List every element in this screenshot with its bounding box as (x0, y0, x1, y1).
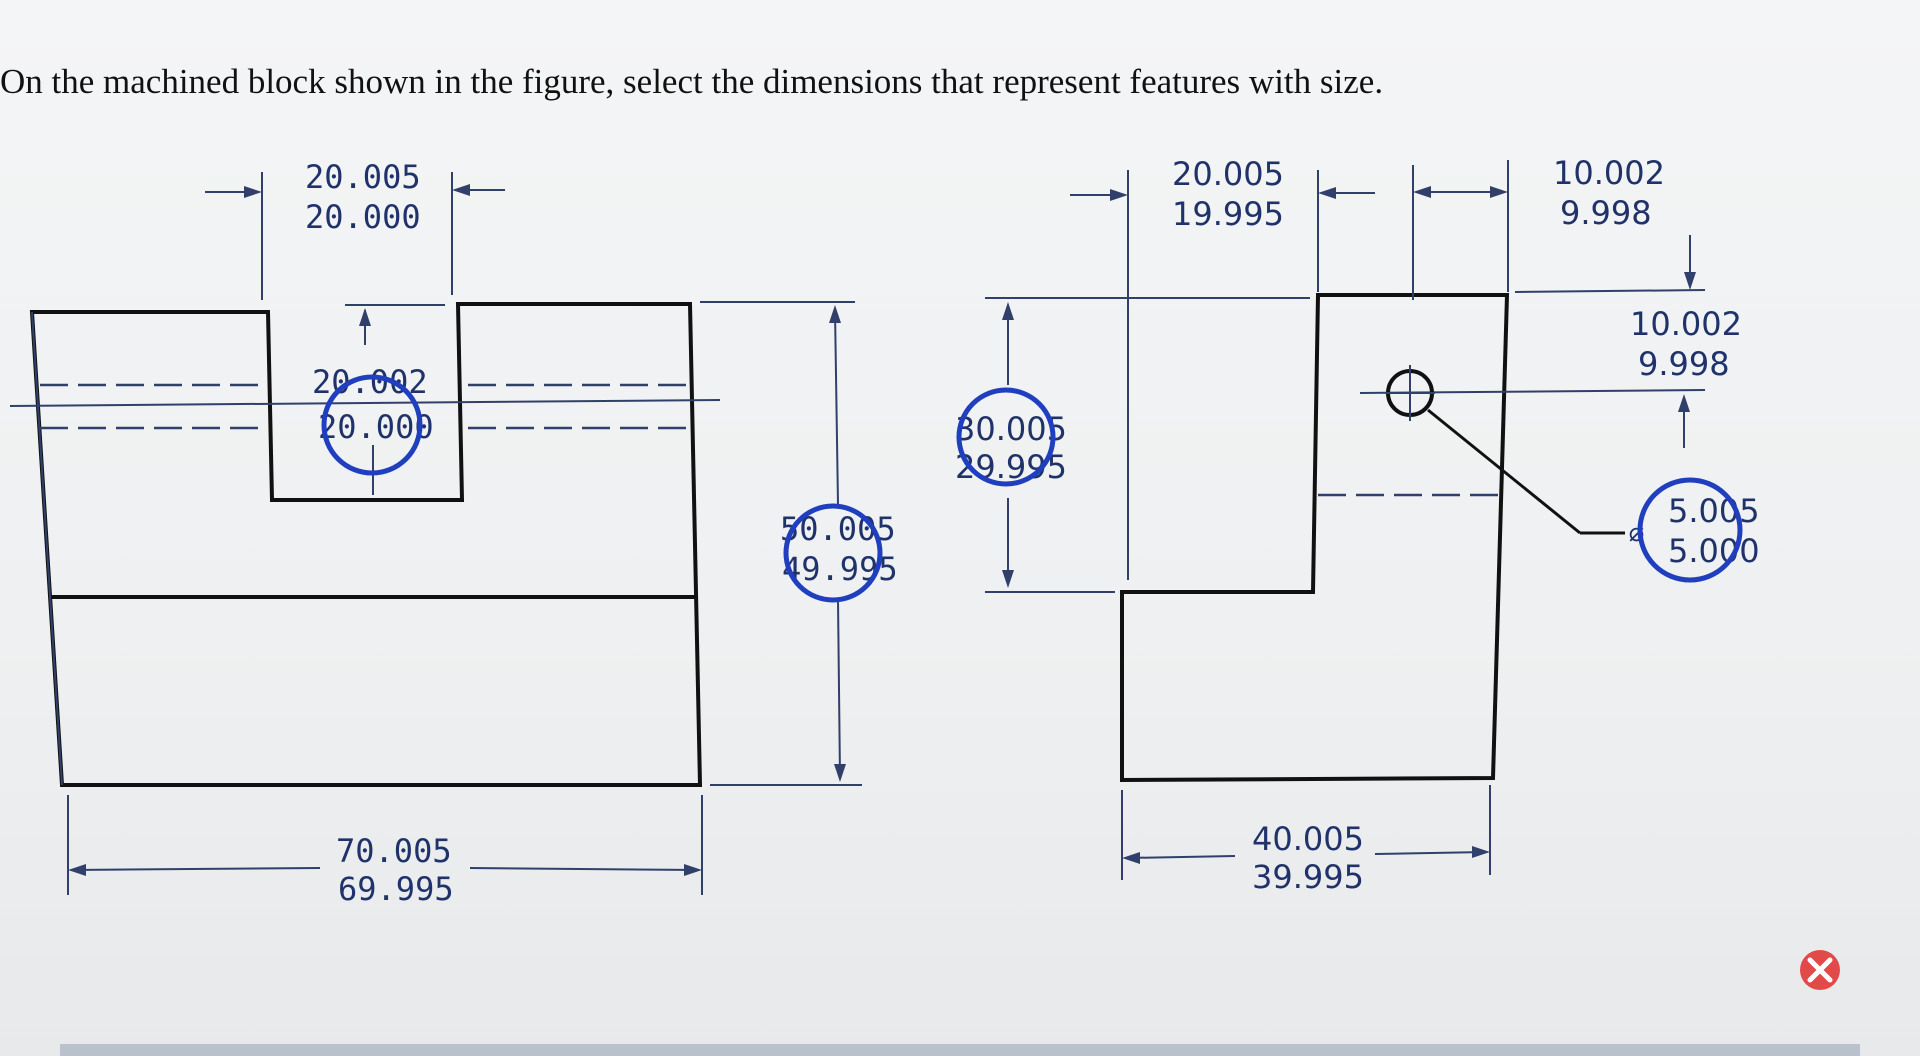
selection-circle-hole-diameter (1637, 477, 1743, 583)
dim-step-width-upper[interactable]: 20.005 (1172, 155, 1284, 193)
arrowhead (829, 305, 841, 323)
dim-hole-diameter-upper[interactable]: 5.005 (1668, 492, 1760, 530)
left-part-outline (29, 302, 703, 787)
right-part-outline (1120, 293, 1510, 783)
arrowhead (1413, 186, 1431, 198)
dimension-line (71, 867, 321, 871)
dim-hole-x-upper[interactable]: 10.002 (1553, 154, 1665, 192)
selection-circle-step-height (956, 387, 1056, 487)
leader-line (1427, 408, 1581, 535)
selection-circle-height (783, 503, 883, 603)
selection-circle-slot-depth (321, 374, 423, 476)
dim-hole-y-upper[interactable]: 10.002 (1630, 305, 1742, 343)
dim-slot-width-lower[interactable]: 20.000 (305, 198, 421, 236)
extension-line (1514, 289, 1706, 293)
close-icon[interactable] (1800, 950, 1840, 990)
dim-hole-y-lower[interactable]: 9.998 (1638, 345, 1730, 383)
arrowhead (1318, 187, 1336, 199)
arrowhead (1490, 186, 1508, 198)
dim-length-lower[interactable]: 69.995 (338, 870, 454, 908)
left-view: 20.005 20.000 20.002 20.000 50.005 49.99… (9, 158, 898, 908)
dim-hole-x-lower[interactable]: 9.998 (1560, 194, 1652, 232)
bottom-bar (60, 1044, 1860, 1056)
dim-width-lower[interactable]: 39.995 (1252, 858, 1364, 896)
left-part-edge (31, 311, 63, 786)
arrowhead (1002, 302, 1014, 320)
dimension-line (1374, 851, 1487, 855)
centerline (9, 399, 721, 407)
arrowhead (1472, 846, 1490, 858)
dim-hole-diameter-lower[interactable]: 5.000 (1668, 532, 1760, 570)
question-text: On the machined block shown in the figur… (0, 62, 1384, 101)
dim-slot-width-upper[interactable]: 20.005 (305, 158, 421, 196)
arrowhead (1002, 570, 1014, 588)
arrowhead (68, 864, 86, 876)
dim-slot-depth-lower[interactable]: 20.000 (318, 408, 434, 446)
arrowhead (1122, 852, 1140, 864)
right-view: 20.005 19.995 30.005 29.995 10.002 9.998 (955, 154, 1760, 896)
dim-width-upper[interactable]: 40.005 (1252, 820, 1364, 858)
arrowhead (359, 308, 371, 326)
dimension-line (837, 599, 841, 779)
arrowhead (1678, 394, 1690, 412)
arrowhead (1110, 189, 1128, 201)
arrowhead (452, 184, 470, 196)
dimension-line (834, 309, 839, 506)
arrowhead (834, 764, 846, 782)
dimension-line (469, 867, 699, 871)
arrowhead (684, 864, 702, 876)
arrowhead (244, 186, 262, 198)
dim-step-width-lower[interactable]: 19.995 (1172, 195, 1284, 233)
arrowhead (1684, 272, 1696, 290)
dim-length-upper[interactable]: 70.005 (336, 832, 452, 870)
dimension-line (1125, 855, 1236, 859)
